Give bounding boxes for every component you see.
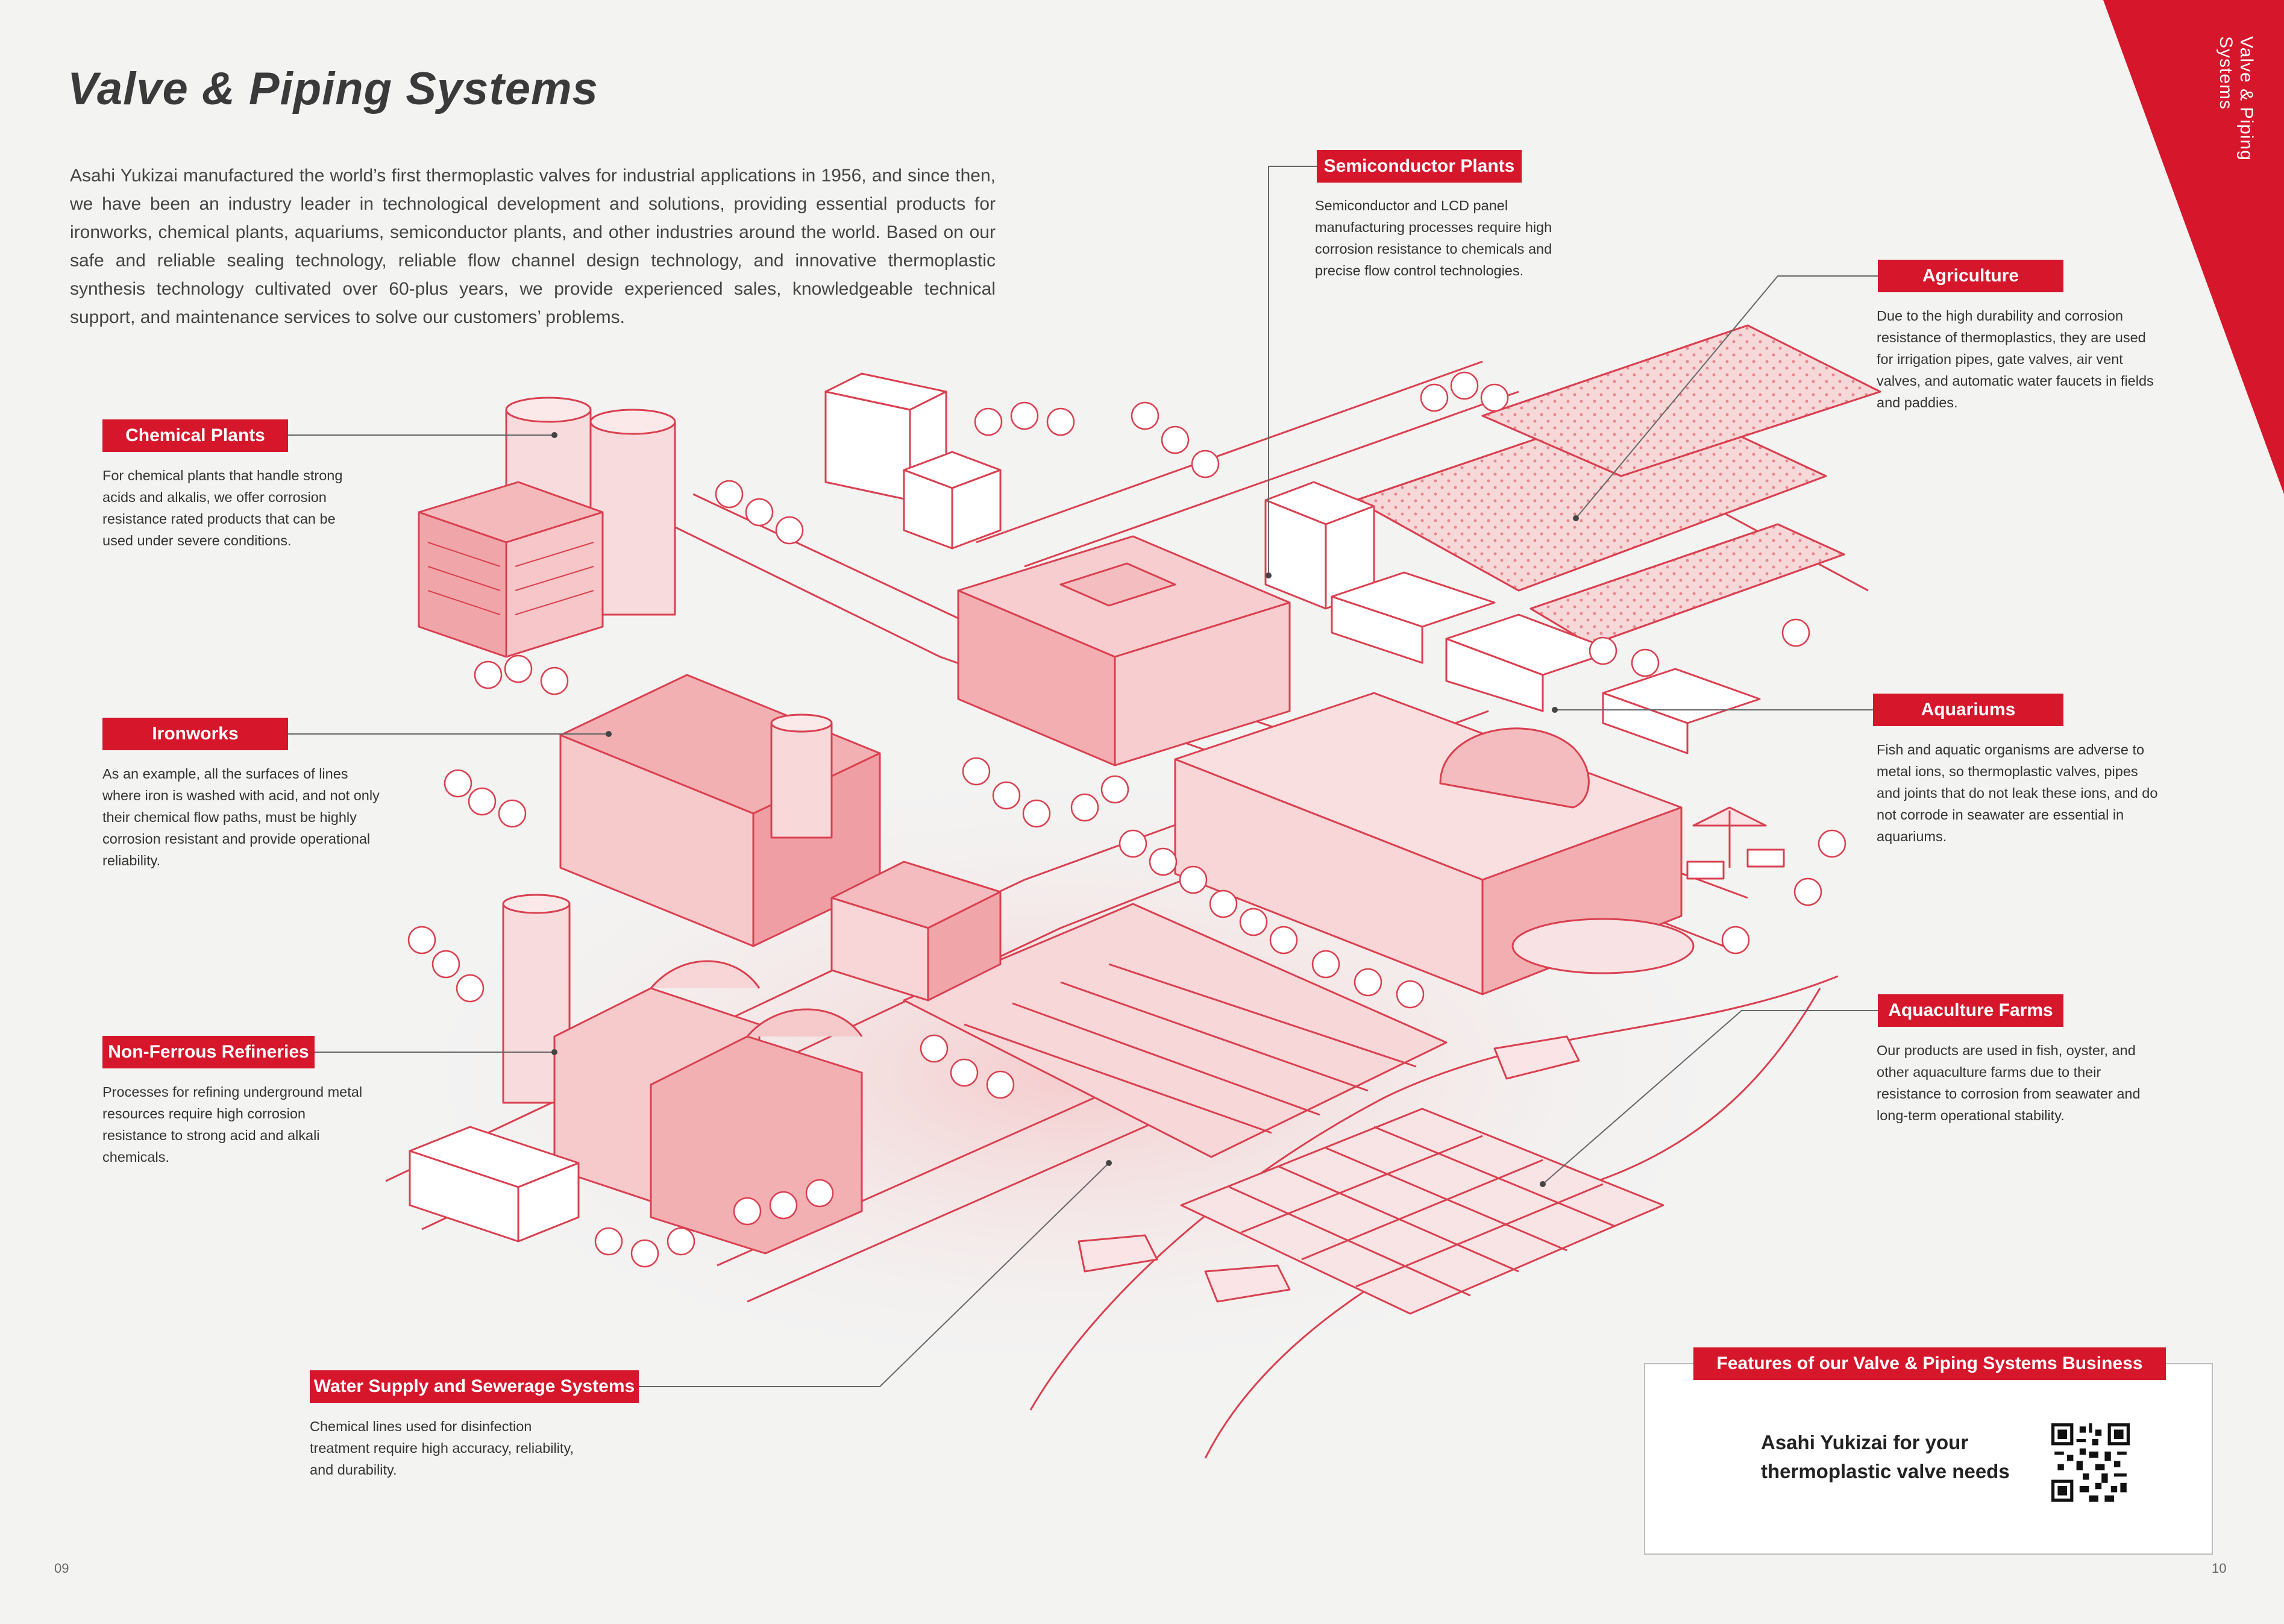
desc-semiconductor-plants: Semiconductor and LCD panel manufacturin… (1315, 198, 1552, 278)
tag-aquariums: Aquariums (1873, 694, 2063, 726)
tag-ironworks: Ironworks (102, 718, 288, 750)
tag-agriculture: Agriculture (1878, 260, 2063, 292)
tag-aquaculture-farms: Aquaculture Farms (1878, 994, 2063, 1027)
features-title: Features of our Valve & Piping Systems B… (1693, 1347, 2166, 1380)
desc-chemical-plants: For chemical plants that handle strong a… (102, 468, 343, 548)
desc-ironworks: As an example, all the surfaces of lines… (102, 766, 380, 868)
desc-aquariums: Fish and aquatic organisms are adverse t… (1877, 742, 2158, 844)
desc-aquaculture-farms: Our products are used in fish, oyster, a… (1877, 1042, 2141, 1123)
page-number-right: 10 (2212, 1561, 2227, 1576)
qr-code-icon[interactable] (2051, 1423, 2130, 1502)
features-text: Asahi Yukizai for your thermoplastic val… (1761, 1431, 2010, 1482)
tag-semiconductor-plants: Semiconductor Plants (1317, 150, 1522, 183)
side-tab-label: Valve & Piping Systems (2216, 36, 2256, 161)
desc-agriculture: Due to the high durability and corrosion… (1877, 308, 2154, 410)
intro-paragraph: Asahi Yukizai manufactured the world’s f… (70, 166, 996, 327)
tag-water-supply: Water Supply and Sewerage Systems (310, 1370, 639, 1403)
page-number-left: 09 (54, 1561, 69, 1576)
tag-chemical-plants: Chemical Plants (102, 419, 288, 452)
desc-non-ferrous-refineries: Processes for refining underground metal… (102, 1084, 363, 1165)
tag-non-ferrous-refineries: Non-Ferrous Refineries (102, 1036, 315, 1068)
desc-water-supply: Chemical lines used for disinfection tre… (310, 1419, 574, 1478)
page-title: Valve & Piping Systems (67, 63, 598, 114)
